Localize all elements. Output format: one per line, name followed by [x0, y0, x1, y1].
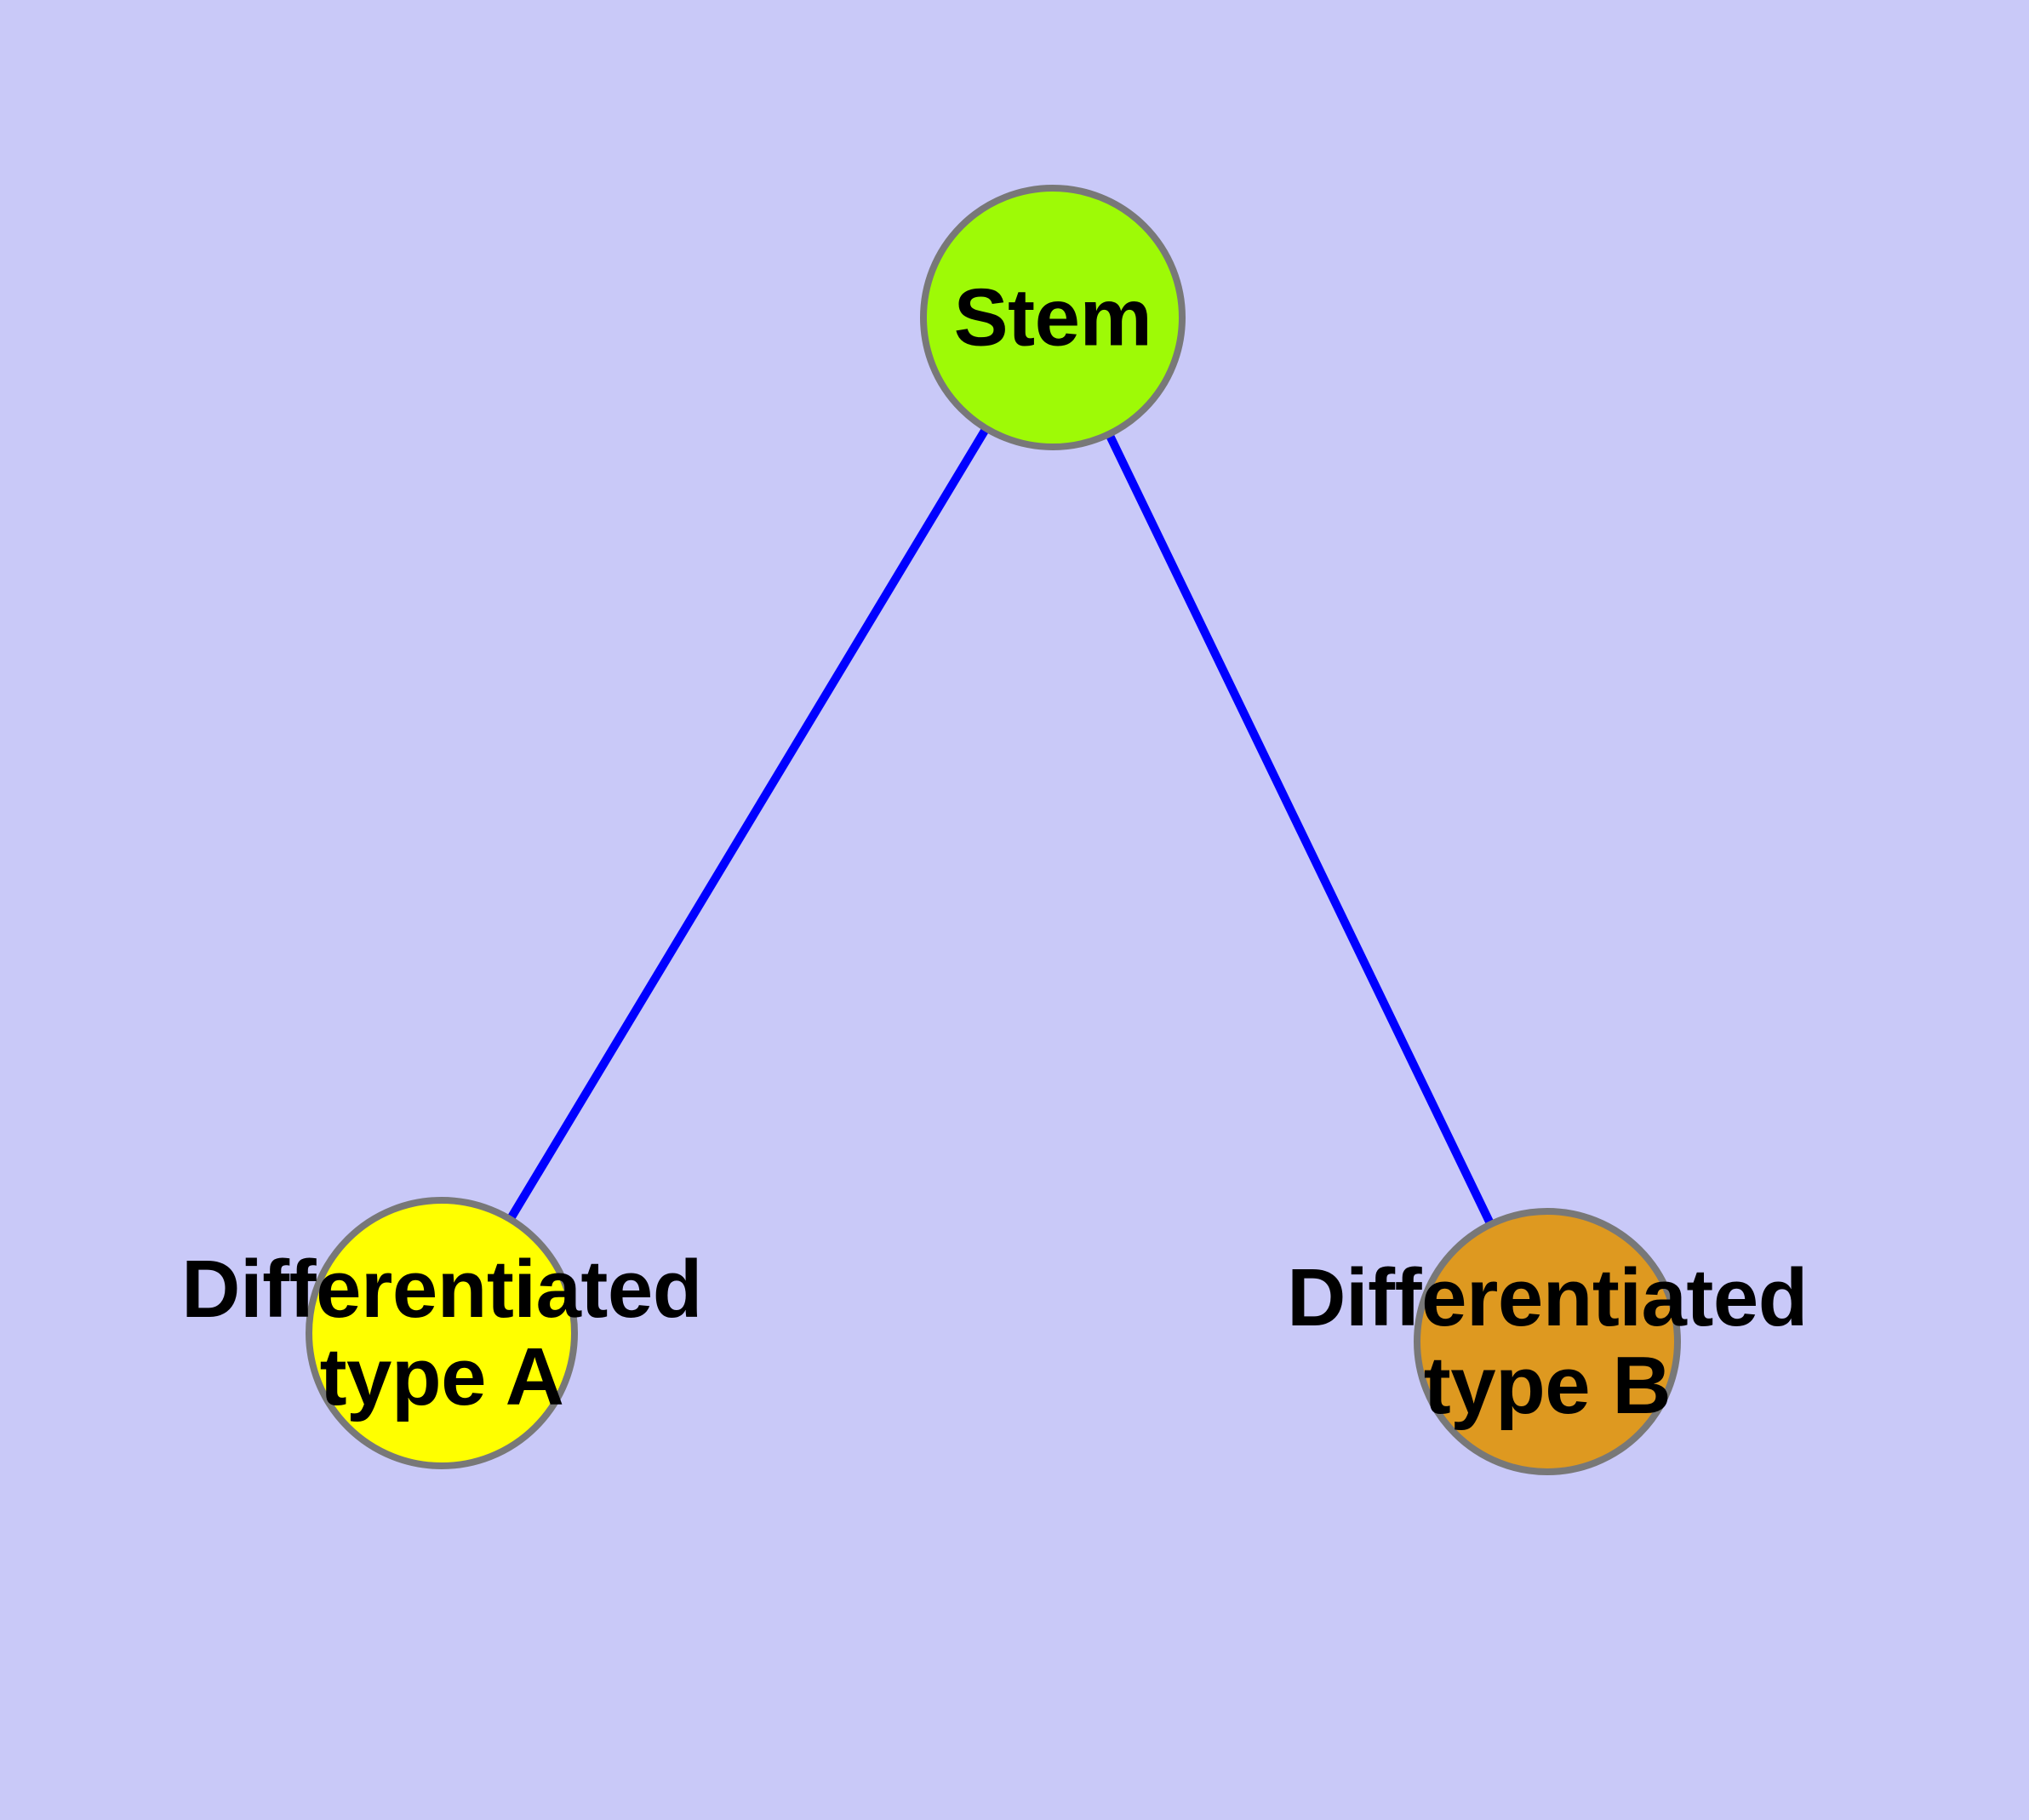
node-label-line: type A: [319, 1331, 564, 1422]
node-circle-diff-b[interactable]: [1414, 1208, 1681, 1475]
node-circle-stem[interactable]: [920, 185, 1186, 450]
node-circle-diff-a[interactable]: [306, 1197, 578, 1469]
node-label-line: Differentiated: [181, 1244, 702, 1335]
edge-stem-to-diff-a[interactable]: [437, 313, 1057, 1337]
node-label-line: type B: [1423, 1340, 1672, 1431]
node-label-stem: Stem: [954, 274, 1152, 362]
edge-stem-to-diff-b[interactable]: [1049, 313, 1552, 1346]
node-label-line: Differentiated: [1287, 1252, 1808, 1343]
node-label-line: Stem: [953, 272, 1152, 363]
